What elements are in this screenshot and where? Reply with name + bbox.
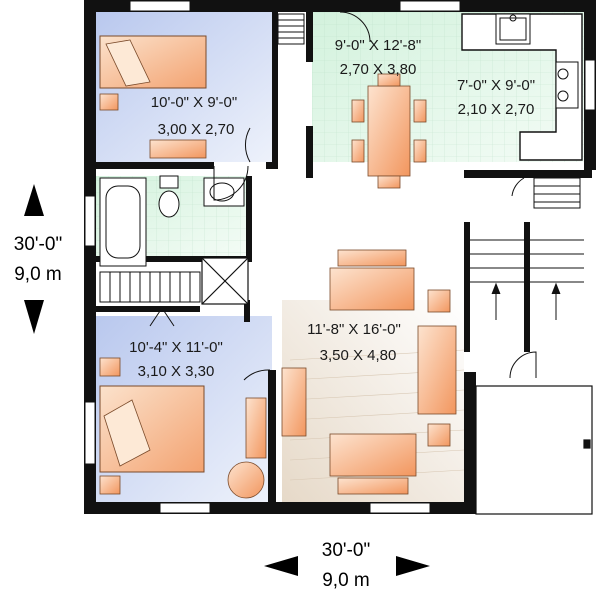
bedroom-1-dresser [149,139,207,159]
closet-shelving [99,13,581,303]
living-side-table-bottom [427,423,451,447]
bedroom-2-size-metric: 3,10 X 3,30 [138,363,215,380]
bedroom-2-nightstand-top [99,357,121,377]
bedroom-2-dresser [245,397,267,459]
bedroom-2-nightstand-bottom [99,475,121,495]
living-sofa-right [417,325,457,415]
bedroom-2-size-imperial: 10'-4" X 11'-0" [129,339,223,356]
width-feet: 30'-0" [322,540,370,561]
bedroom-2-bed [99,385,205,473]
dining-table [351,73,427,189]
kitchen-size-imperial: 7'-0" X 9'-0" [457,77,535,94]
kitchen-size-metric: 2,10 X 2,70 [458,101,535,118]
depth-feet: 30'-0" [14,234,62,255]
living-side-table-top [427,289,451,313]
living-size-imperial: 11'-8" X 16'-0" [307,321,401,338]
living-sofa-bottom [329,433,417,495]
width-arrow-right-icon [396,556,430,576]
dining-size-imperial: 9'-0" X 12'-8" [335,37,421,54]
kitchen-stove [555,61,579,109]
shower [201,257,249,305]
depth-dimension: 30'-0" 9,0 m [14,184,62,334]
bedroom-1-nightstand [99,93,119,111]
living-sofa-top [329,249,415,311]
door-swings [149,11,537,381]
bathroom-sink [203,177,245,207]
depth-arrow-down-icon [24,300,44,334]
living-coffee-table [281,367,307,437]
kitchen-sink [495,13,531,45]
windows [84,0,596,514]
depth-meters: 9,0 m [14,264,62,285]
toilet [158,175,180,218]
bedroom-1-size-metric: 3,00 X 2,70 [158,121,235,138]
interior-walls [96,12,592,502]
width-arrow-left-icon [264,556,298,576]
bedroom-2-chair [227,461,265,499]
bedroom-1-size-imperial: 10'-0" X 9'-0" [151,94,237,111]
bathtub [99,177,147,267]
porch [475,385,593,515]
dining-size-metric: 2,70 X 3,80 [340,61,417,78]
depth-arrow-up-icon [24,184,44,216]
width-meters: 9,0 m [322,570,370,591]
stairs [470,239,584,320]
width-dimension: 30'-0" 9,0 m [264,540,430,591]
living-size-metric: 3,50 X 4,80 [320,347,397,364]
bedroom-1-bed [99,35,207,89]
